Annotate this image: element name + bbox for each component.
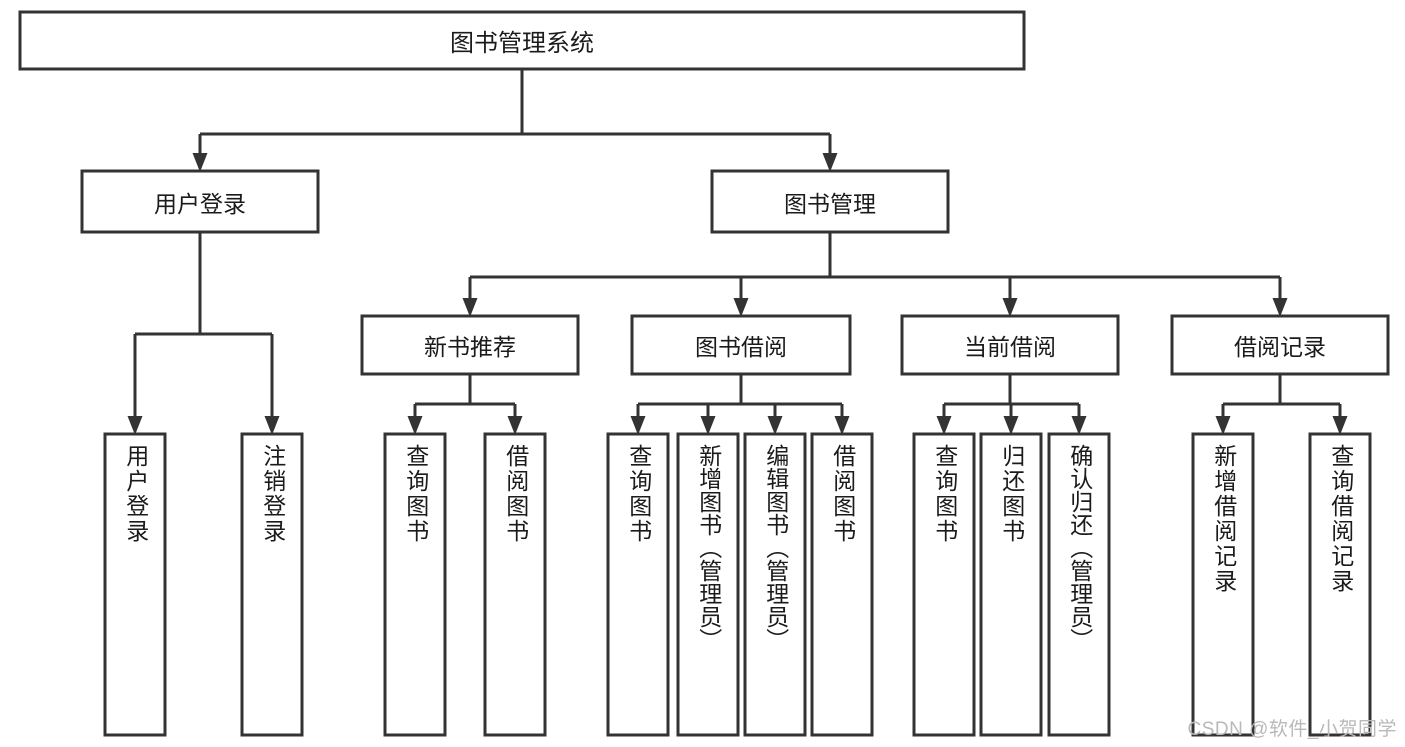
node-box-leaf-logout[interactable] [240, 432, 304, 737]
connector-layer [127, 69, 1348, 435]
node-box-new-book-recommend[interactable] [360, 314, 580, 376]
node-box-leaf-user-login[interactable] [103, 432, 167, 737]
node-box-leaf-query-book-current[interactable] [912, 432, 976, 737]
connector-book-borrow [630, 374, 850, 435]
node-box-current-borrow[interactable] [900, 314, 1120, 376]
node-box-leaf-borrow-book[interactable] [810, 432, 874, 737]
node-box-book-manage[interactable] [710, 169, 950, 234]
node-box-leaf-query-book-borrow[interactable] [606, 432, 670, 737]
node-box-leaf-add-borrow-record[interactable] [1191, 432, 1255, 737]
connector-book-manage [462, 232, 1288, 317]
node-box-leaf-confirm-return[interactable] [1047, 432, 1111, 737]
node-box-book-borrow[interactable] [630, 314, 852, 376]
connector-new-book-recommend [407, 374, 523, 435]
connector-root [192, 69, 838, 172]
node-box-leaf-add-book[interactable] [676, 432, 740, 737]
node-box-leaf-query-book-new[interactable] [383, 432, 447, 737]
node-box-root[interactable] [18, 10, 1026, 71]
connector-borrow-record [1215, 374, 1348, 435]
node-box-leaf-borrow-book-new[interactable] [483, 432, 547, 737]
node-box-borrow-record[interactable] [1170, 314, 1390, 376]
csdn-watermark: CSDN @软件_小贺同学 [1187, 719, 1397, 740]
connector-current-borrow [936, 374, 1087, 435]
node-box-leaf-query-borrow-record[interactable] [1308, 432, 1372, 737]
node-layer [18, 10, 1390, 737]
node-box-leaf-edit-book[interactable] [743, 432, 807, 737]
connector-user-login [127, 232, 280, 435]
node-box-leaf-return-book[interactable] [979, 432, 1043, 737]
node-box-user-login[interactable] [80, 169, 320, 234]
